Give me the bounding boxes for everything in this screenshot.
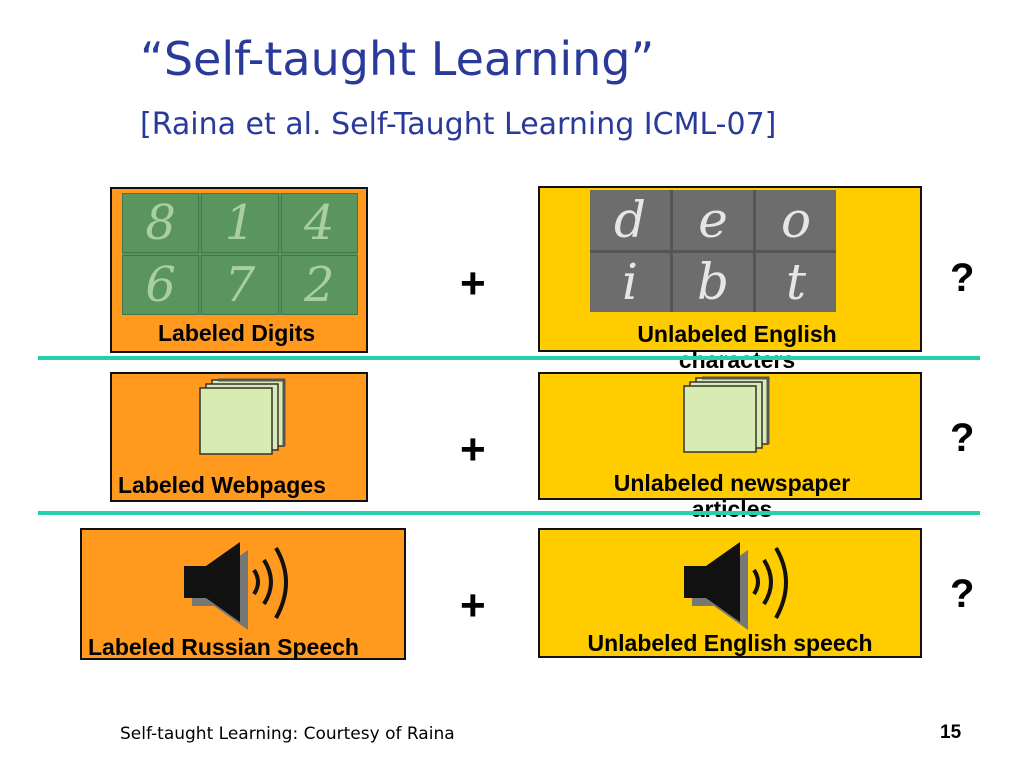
speaker-sound-icon xyxy=(684,542,788,630)
unlabeled-newspaper-label: Unlabeled newspaper articles xyxy=(613,470,851,523)
labeled-webpages-label: Labeled Webpages xyxy=(118,472,326,498)
slide-footer: Self-taught Learning: Courtesy of Raina xyxy=(120,724,455,744)
plus-sign: + xyxy=(460,425,486,474)
unlabeled-characters-box: d e o i b t Unlabeled English characters xyxy=(538,186,922,373)
labeled-digits-label: Labeled Digits xyxy=(158,320,316,346)
unlabeled-newspaper-box: Unlabeled newspaper articles xyxy=(538,372,922,522)
digit-sample: 7 xyxy=(201,255,279,315)
labeled-speech-label: Labeled Russian Speech xyxy=(88,634,359,660)
slide-subtitle: [Raina et al. Self-Taught Learning ICML-… xyxy=(140,107,777,142)
digit-sample: 6 xyxy=(122,255,200,315)
question-mark: ? xyxy=(950,416,975,460)
char-sample: t xyxy=(756,252,836,312)
labeled-webpages-box: Labeled Webpages xyxy=(110,372,368,502)
char-sample: b xyxy=(673,252,753,312)
char-sample: d xyxy=(590,190,670,250)
digit-sample: 4 xyxy=(280,193,358,253)
char-sample: i xyxy=(590,252,670,312)
digit-sample: 2 xyxy=(280,255,358,315)
documents-stack-icon xyxy=(199,378,286,455)
unlabeled-characters-label: Unlabeled English characters xyxy=(637,321,837,374)
question-mark: ? xyxy=(950,256,975,300)
unlabeled-speech-label: Unlabeled English speech xyxy=(587,630,873,656)
row-separator xyxy=(38,356,980,360)
char-sample: e xyxy=(673,190,753,250)
unlabeled-speech-box: Unlabeled English speech xyxy=(538,528,922,658)
digit-sample: 1 xyxy=(201,193,279,253)
digit-samples-image: 8 1 4 6 7 2 xyxy=(122,193,358,315)
character-samples-image: d e o i b t xyxy=(590,190,836,312)
labeled-speech-box: Labeled Russian Speech xyxy=(80,528,406,660)
documents-stack-icon xyxy=(683,376,770,453)
row-separator xyxy=(38,511,980,515)
page-number: 15 xyxy=(940,722,962,743)
digit-sample: 8 xyxy=(122,193,200,253)
speaker-sound-icon xyxy=(184,542,288,630)
question-mark: ? xyxy=(950,572,975,616)
slide-title: “Self-taught Learning” xyxy=(140,32,655,86)
plus-sign: + xyxy=(460,581,486,630)
plus-sign: + xyxy=(460,259,486,308)
labeled-digits-box: 8 1 4 6 7 2 Labeled Digits xyxy=(110,187,368,353)
char-sample: o xyxy=(756,190,836,250)
